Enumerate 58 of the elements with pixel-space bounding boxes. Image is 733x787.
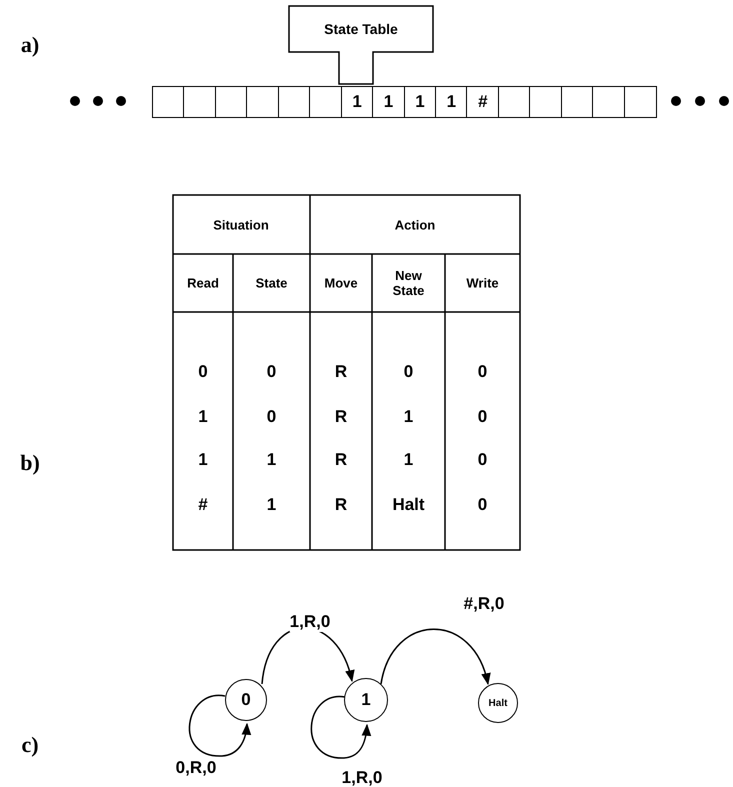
- box-title: State Table: [323, 21, 399, 37]
- table-value: Halt: [392, 495, 425, 515]
- tape-cell: [529, 86, 562, 118]
- tape-cell: [246, 86, 280, 118]
- table-value: 0: [478, 407, 488, 427]
- tape-cell: [309, 86, 342, 118]
- tape-cell: [624, 86, 656, 118]
- column-group-header: Action: [394, 218, 436, 232]
- table-value: 0: [478, 495, 488, 515]
- table-value: R: [334, 362, 348, 382]
- table-value: 0: [266, 362, 276, 382]
- table-value: 0: [198, 362, 208, 382]
- tape-cell: [214, 86, 248, 118]
- table-value: 0: [404, 362, 414, 382]
- table-value: 1: [198, 407, 208, 427]
- tape-cell: [183, 86, 216, 118]
- tape-cell: [152, 86, 185, 118]
- arrow: [310, 696, 371, 759]
- edge-label: 1,R,0: [290, 612, 330, 632]
- table-value: 0: [478, 362, 488, 382]
- column-header: State: [256, 276, 288, 290]
- tape-cell: [592, 86, 626, 118]
- table-value: R: [334, 450, 348, 470]
- table-value: 1: [266, 450, 276, 470]
- state-circle: Halt: [478, 683, 518, 723]
- column-group-header: Situation: [213, 218, 269, 232]
- table-value: R: [334, 407, 348, 427]
- tape-cell: 1: [372, 86, 405, 118]
- tape-cell: 1: [404, 86, 436, 118]
- column-header: New State: [392, 268, 426, 298]
- edge-label: 1,R,0: [342, 768, 382, 787]
- tape-cell: [278, 86, 311, 118]
- column-header: Write: [466, 276, 499, 290]
- arrow: [380, 628, 490, 686]
- tape-cell: [498, 86, 531, 118]
- state-circle: 0: [225, 679, 267, 721]
- state-table-box: [288, 5, 434, 85]
- table-value: R: [334, 495, 348, 515]
- column-header: Move: [324, 276, 358, 290]
- edge-label: 0,R,0: [176, 758, 216, 778]
- table-value: #: [198, 495, 208, 515]
- table-value: 1: [198, 450, 208, 470]
- table-value: 1: [266, 495, 276, 515]
- panel-letter: b): [20, 450, 40, 476]
- column-header: Read: [187, 276, 219, 290]
- tape-cell: 1: [434, 86, 468, 118]
- table-value: 0: [266, 407, 276, 427]
- tape-cell: 1: [340, 86, 374, 118]
- state-circle: 1: [344, 678, 388, 722]
- table-value: 1: [404, 407, 414, 427]
- table-value: 1: [404, 450, 414, 470]
- arrow: [188, 694, 251, 757]
- panel-letter: c): [21, 732, 39, 758]
- panel-letter: a): [20, 32, 40, 58]
- table-value: 0: [478, 450, 488, 470]
- tape-cell: #: [466, 86, 500, 118]
- tape-cell: [560, 86, 594, 118]
- edge-label: #,R,0: [464, 594, 504, 614]
